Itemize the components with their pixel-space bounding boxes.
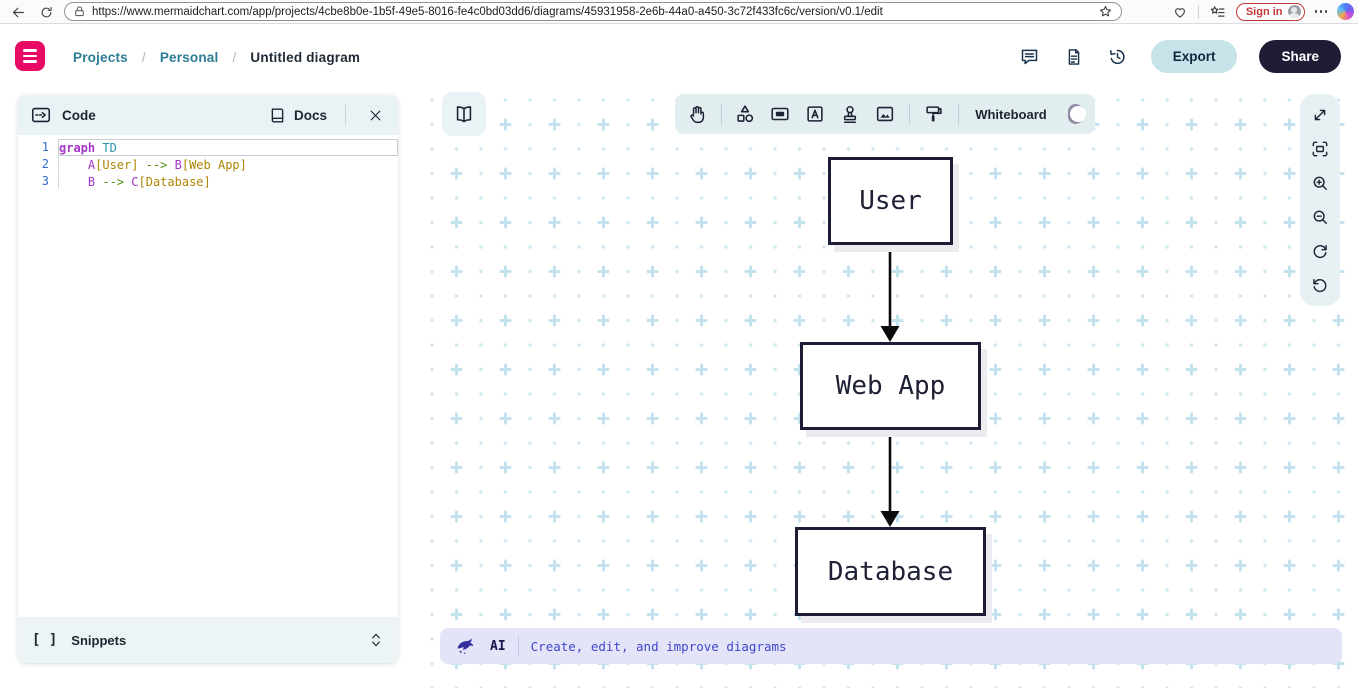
- fit-view-button[interactable]: [1308, 137, 1332, 161]
- docs-button[interactable]: Docs: [268, 106, 327, 125]
- node-user[interactable]: User: [828, 157, 953, 245]
- expand-icon: [1314, 109, 1326, 121]
- canvas-toolbar: Whiteboard: [675, 94, 1095, 134]
- bookmark-star-icon[interactable]: [1098, 4, 1113, 19]
- shapes-icon: [737, 105, 754, 123]
- line-number: 3: [41, 174, 49, 188]
- browser-menu-button[interactable]: [1314, 10, 1327, 13]
- code-panel: Code Docs 1 graph TD 2: [18, 95, 398, 663]
- refresh-icon: [41, 6, 52, 17]
- stamp-icon: [844, 105, 857, 124]
- redo-button[interactable]: [1308, 239, 1332, 263]
- diagram-title[interactable]: Untitled diagram: [250, 50, 361, 65]
- breadcrumb-separator: /: [141, 50, 146, 65]
- line-number: 2: [41, 157, 49, 171]
- snippets-label: Snippets: [71, 632, 127, 648]
- document-icon: [1068, 48, 1079, 65]
- sign-in-label: Sign in: [1245, 5, 1283, 18]
- zoom-out-icon: [1313, 210, 1327, 224]
- shapes-tool-button[interactable]: [734, 102, 756, 126]
- export-button[interactable]: Export: [1150, 40, 1238, 73]
- whiteboard-toggle[interactable]: [1067, 104, 1086, 124]
- profile-avatar: [1287, 5, 1301, 18]
- back-arrow-icon: [12, 7, 24, 17]
- zoom-out-button[interactable]: [1308, 205, 1332, 229]
- lock-icon: [75, 6, 84, 17]
- image-icon: [877, 106, 894, 122]
- version-history-button[interactable]: [1107, 46, 1129, 68]
- share-button[interactable]: Share: [1259, 40, 1341, 73]
- browser-essentials-icon[interactable]: [1172, 4, 1188, 20]
- fit-screen-icon: [1312, 141, 1328, 157]
- hand-icon: [690, 105, 705, 123]
- node-database[interactable]: Database: [795, 527, 986, 616]
- code-line: 3 B --> C[Database]: [18, 173, 398, 190]
- diagram-canvas[interactable]: User Web App Database: [420, 88, 1358, 688]
- node-web-app-label: Web App: [835, 371, 946, 401]
- code-line: 1 graph TD: [18, 139, 398, 156]
- zoom-in-icon: [1313, 176, 1327, 190]
- undo-icon: [1313, 278, 1327, 293]
- docs-panel-button[interactable]: [442, 92, 486, 136]
- redo-icon: [1313, 244, 1327, 259]
- node-user-label: User: [859, 186, 922, 216]
- breadcrumb: Projects / Personal / Untitled diagram: [73, 50, 360, 65]
- docs-label: Docs: [293, 107, 327, 123]
- undo-button[interactable]: [1308, 273, 1332, 297]
- mermaid-chart-app: Projects / Personal / Untitled diagram E…: [0, 24, 1358, 688]
- close-icon: [370, 110, 380, 120]
- history-icon: [1110, 49, 1125, 65]
- breadcrumb-personal[interactable]: Personal: [159, 50, 219, 65]
- rectangle-node-icon: [771, 107, 789, 121]
- browser-refresh-button[interactable]: [36, 2, 56, 22]
- breadcrumb-projects[interactable]: Projects: [73, 50, 128, 65]
- text-tool-button[interactable]: [804, 102, 826, 126]
- theme-tool-button[interactable]: [923, 102, 945, 126]
- code-editor[interactable]: 1 graph TD 2 A[User] --> B[Web App] 3 B …: [18, 135, 398, 617]
- sign-in-button[interactable]: Sign in: [1235, 2, 1305, 21]
- ai-label: AI: [490, 638, 506, 654]
- text-icon: [807, 106, 824, 122]
- line-number: 1: [41, 140, 49, 154]
- fullscreen-button[interactable]: [1308, 103, 1332, 127]
- browser-chrome: https://www.mermaidchart.com/app/project…: [0, 0, 1358, 24]
- url-text: https://www.mermaidchart.com/app/project…: [92, 5, 883, 18]
- docs-book-icon: [271, 107, 284, 123]
- comment-icon: [1021, 49, 1038, 65]
- code-line: 2 A[User] --> B[Web App]: [18, 156, 398, 173]
- stamp-tool-button[interactable]: [839, 102, 861, 126]
- book-icon: [456, 106, 472, 123]
- node-database-label: Database: [827, 556, 954, 587]
- close-panel-button[interactable]: [364, 104, 386, 126]
- zoom-in-button[interactable]: [1308, 171, 1332, 195]
- code-editor-icon: [31, 107, 51, 123]
- comments-button[interactable]: [1019, 46, 1041, 68]
- ai-prompt-placeholder: Create, edit, and improve diagrams: [530, 638, 787, 654]
- favorites-bar-icon[interactable]: [1209, 3, 1226, 20]
- toggle-knob: [1069, 106, 1086, 122]
- ai-prompt-bar[interactable]: AI Create, edit, and improve diagrams: [440, 628, 1342, 664]
- chrome-divider: [1197, 4, 1199, 19]
- snippets-icon: [ ]: [32, 632, 58, 648]
- paint-roller-icon: [926, 106, 942, 122]
- whiteboard-label: Whiteboard: [975, 106, 1047, 122]
- breadcrumb-separator: /: [232, 50, 237, 65]
- zoom-toolbar: [1300, 94, 1340, 306]
- dolphin-ai-icon: [457, 638, 474, 655]
- notes-button[interactable]: [1063, 46, 1085, 68]
- code-panel-header: Code Docs: [18, 95, 398, 135]
- node-web-app[interactable]: Web App: [800, 342, 981, 430]
- code-panel-title: Code: [62, 107, 96, 123]
- node-tool-button[interactable]: [769, 102, 791, 126]
- panel-divider: [345, 105, 346, 125]
- expand-chevrons-icon[interactable]: [368, 631, 384, 649]
- url-bar[interactable]: https://www.mermaidchart.com/app/project…: [64, 2, 1122, 21]
- copilot-icon[interactable]: [1337, 3, 1354, 20]
- pan-tool-button[interactable]: [687, 102, 708, 126]
- browser-back-button[interactable]: [8, 2, 28, 22]
- ai-divider: [517, 636, 519, 656]
- hamburger-menu-button[interactable]: [15, 41, 45, 71]
- snippets-bar[interactable]: [ ] Snippets: [18, 617, 398, 663]
- image-tool-button[interactable]: [874, 102, 896, 126]
